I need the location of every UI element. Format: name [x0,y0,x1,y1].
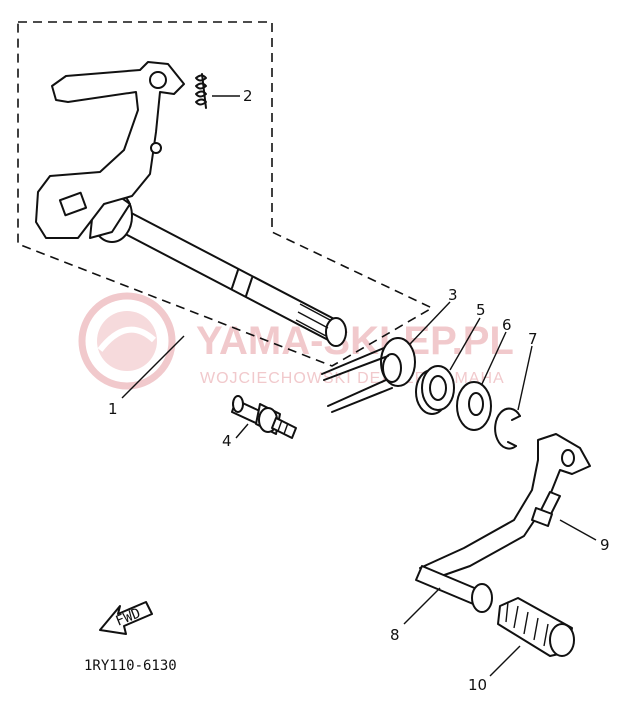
callout-2: 2 [243,87,253,105]
fwd-arrow-icon: FWD [99,601,153,635]
callout-6: 6 [502,316,512,334]
callout-8: 8 [390,626,400,644]
callout-7: 7 [528,330,538,348]
watermark-tagline: WOJCIECHOWSKI DEALER YAMAHA [200,370,505,387]
diagram-code: 1RY110-6130 [84,658,177,674]
callout-9: 9 [600,536,610,554]
callout-3: 3 [448,286,458,304]
pinch-bolt [531,491,561,527]
oil-seal [415,365,455,415]
shift-shaft [35,61,347,347]
callout-10: 10 [468,676,487,694]
stud-bolt [231,395,297,439]
washer [456,381,492,431]
callout-1: 1 [108,400,118,418]
watermark-brand: YAMA-SKLEP.PL [196,319,514,363]
torsion-spring [321,337,416,413]
callout-4: 4 [222,432,232,450]
watermark-logo-icon [78,292,176,390]
shift-pedal [415,433,591,613]
leader-lines [121,95,597,677]
spring [195,73,207,109]
pedal-rubber [497,597,575,657]
callouts: 1 2 3 4 5 6 7 8 9 10 [108,87,610,694]
circlip [494,407,521,450]
callout-5: 5 [476,301,486,319]
